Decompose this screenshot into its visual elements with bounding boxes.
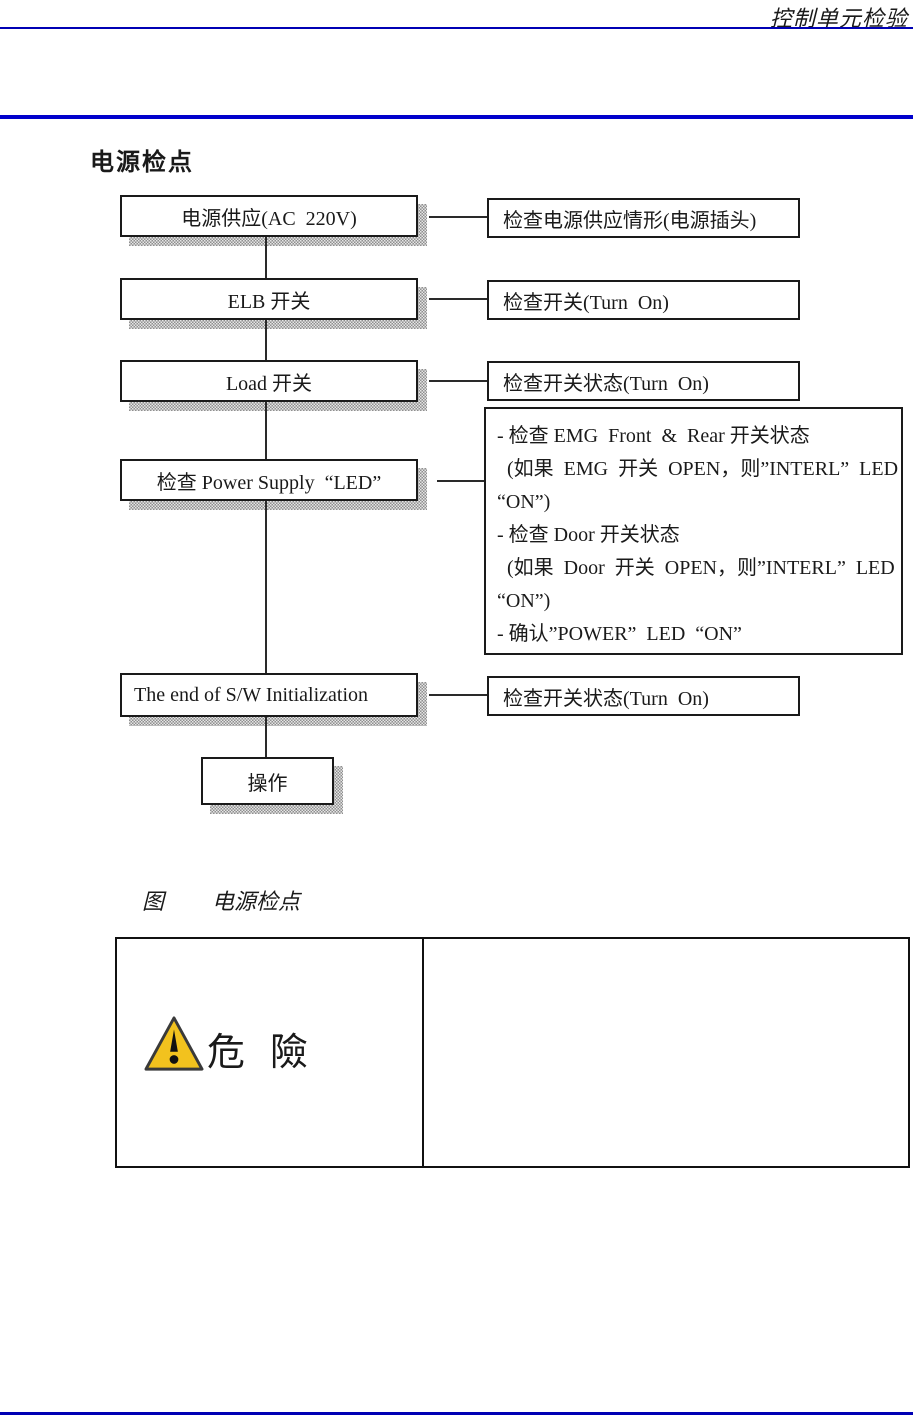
connector-line — [429, 298, 487, 300]
flow-box-label: 检查 Power Supply “LED” — [156, 471, 382, 494]
warning-label-cell: 危 險 — [117, 939, 424, 1166]
warning-triangle-icon — [143, 1015, 205, 1078]
flow-box-operation: 操作 — [201, 757, 334, 805]
warning-label: 危 險 — [207, 1032, 311, 1074]
figure-caption: 图 电源检点 — [120, 858, 300, 942]
header-thick-rule — [0, 115, 913, 119]
connector-line — [437, 480, 484, 482]
flow-box-label: The end of S/W Initialization — [134, 683, 369, 706]
detail-line: (如果 EMG 开关 OPEN，则”INTERL” LED — [497, 458, 899, 480]
flow-box-label: Load 开关 — [225, 372, 313, 395]
connector-line — [429, 380, 487, 382]
header-thin-rule — [0, 27, 913, 29]
warning-content-cell — [424, 939, 908, 1166]
figure-caption-title: 电源检点 — [212, 889, 301, 914]
connector-line — [429, 216, 487, 218]
flow-box-label: ELB 开关 — [227, 290, 311, 313]
flow-box-power-supply: 电源供应(AC 220V) — [120, 195, 418, 237]
flow-box-label: 电源供应(AC 220V) — [181, 207, 357, 230]
page-header-title: 控制单元检验 — [769, 6, 908, 31]
note-box-sw-initialization: 检查开关状态(Turn On) — [487, 676, 800, 716]
note-box-elb-switch: 检查开关(Turn On) — [487, 280, 800, 320]
note-label: 检查开关状态(Turn On) — [503, 372, 709, 395]
flow-box-check-led: 检查 Power Supply “LED” — [120, 459, 418, 501]
note-label: 检查开关(Turn On) — [503, 291, 669, 314]
detail-line: “ON”) — [497, 491, 551, 513]
footer-rule — [0, 1412, 913, 1415]
detail-line: - 检查 EMG Front & Rear 开关状态 — [497, 425, 810, 447]
detail-line: “ON”) — [497, 590, 551, 612]
detail-line: - 检查 Door 开关状态 — [497, 524, 680, 546]
connector-line — [265, 237, 267, 278]
section-title: 电源检点 — [90, 149, 194, 176]
detail-note-box: - 检查 EMG Front & Rear 开关状态 (如果 EMG 开关 OP… — [484, 407, 903, 655]
connector-line — [429, 694, 487, 696]
connector-line — [265, 717, 267, 757]
warning-table: 危 險 — [115, 937, 910, 1168]
note-box-power-supply: 检查电源供应情形(电源插头) — [487, 198, 800, 238]
note-label: 检查开关状态(Turn On) — [503, 687, 709, 710]
note-label: 检查电源供应情形(电源插头) — [503, 209, 757, 232]
connector-line — [265, 320, 267, 360]
figure-caption-prefix: 图 — [142, 889, 165, 914]
detail-line: - 确认”POWER” LED “ON” — [497, 623, 742, 645]
flow-box-sw-initialization: The end of S/W Initialization — [120, 673, 418, 717]
flow-box-load-switch: Load 开关 — [120, 360, 418, 402]
detail-line: (如果 Door 开关 OPEN，则”INTERL” LED — [497, 557, 895, 579]
note-box-load-switch: 检查开关状态(Turn On) — [487, 361, 800, 401]
flow-box-elb-switch: ELB 开关 — [120, 278, 418, 320]
connector-line — [265, 501, 267, 673]
connector-line — [265, 402, 267, 459]
flow-box-label: 操作 — [247, 772, 288, 795]
